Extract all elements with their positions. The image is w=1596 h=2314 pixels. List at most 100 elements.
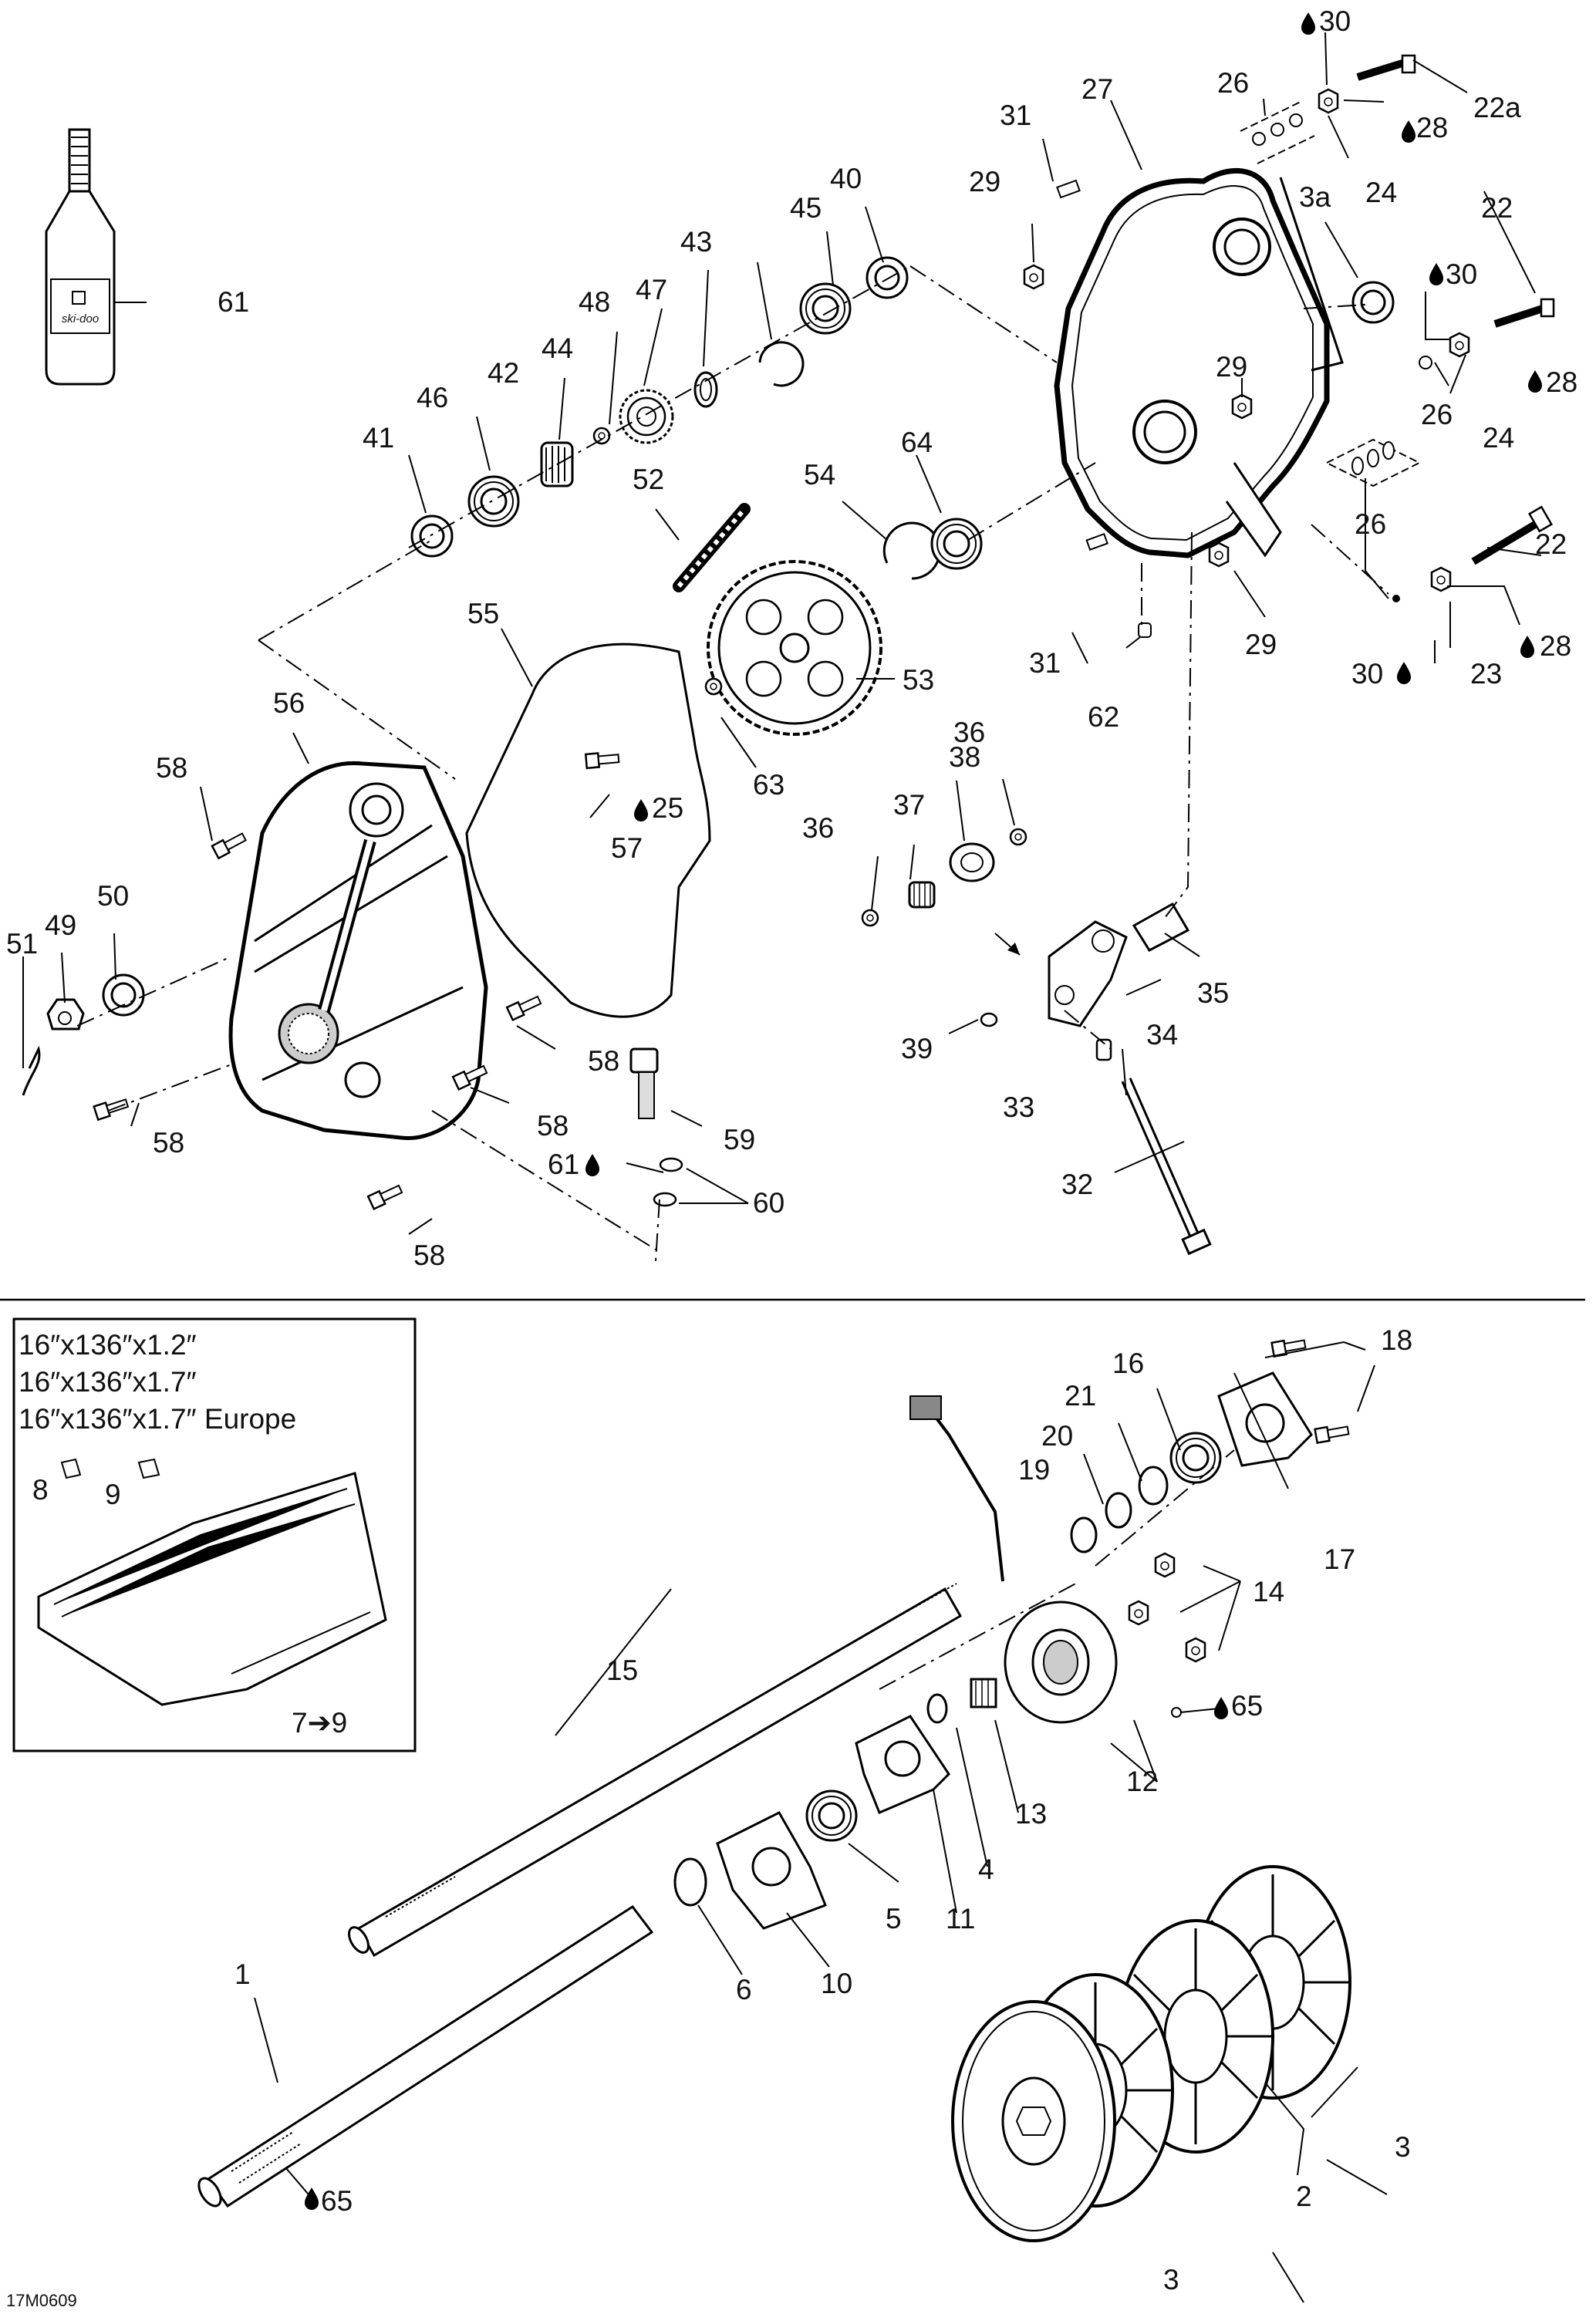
callout-39: 39 [901,1033,933,1064]
callout-50: 50 [97,880,129,912]
callout-5: 5 [886,1903,902,1935]
axle-bearing-parts [673,1336,1351,1930]
legend-line-3: 16″x136″x1.7″ Europe [19,1403,296,1435]
track-legend-box: 16″x136″x1.2″ 16″x136″x1.7″ 16″x136″x1.7… [12,1317,417,1752]
callout-58-bottom: 58 [413,1240,445,1271]
housing-hardware [1023,54,1555,638]
callout-8: 8 [32,1474,49,1506]
callout-28-mid: 28 [1546,366,1577,398]
callout-51: 51 [6,928,38,960]
callout-33: 33 [1003,1091,1034,1123]
callout-labels: 61 30 22a 28 24 27 26 31 29 3a 30 22 28 … [6,5,1577,2310]
callout-58-top: 58 [156,752,187,784]
washer-set-26 [1324,438,1422,487]
callout-35: 35 [1197,977,1229,1009]
callout-30-right: 30 [1351,658,1383,690]
callout-25: 25 [652,792,683,824]
callout-26-right: 26 [1355,508,1386,540]
callout-30-top: 30 [1319,5,1351,37]
callout-22a: 22a [1473,92,1521,123]
callout-11: 11 [946,1903,975,1935]
alignment-lines [76,265,1389,1262]
callout-58-left: 58 [153,1127,184,1159]
callout-52: 52 [633,464,664,495]
callout-40: 40 [830,163,862,194]
callout-64: 64 [901,427,933,458]
callout-59: 59 [724,1124,755,1155]
callout-31-bottom: 31 [1029,647,1061,679]
callout-61-lower: 61 [548,1149,579,1180]
callout-48: 48 [579,286,610,318]
callout-65-bottom: 65 [321,2185,353,2217]
callout-53: 53 [903,664,934,696]
callout-20: 20 [1041,1420,1073,1452]
callout-36-upper: 36 [953,717,985,748]
tensioner-parts [861,828,1212,1256]
callout-63: 63 [753,769,785,801]
callout-43: 43 [680,226,712,258]
callout-16: 16 [1112,1348,1144,1379]
callout-27: 27 [1081,73,1113,105]
callout-10: 10 [821,1968,852,1999]
callout-30-mid: 30 [1446,258,1477,290]
callout-18: 18 [1381,1324,1412,1356]
callout-21: 21 [1065,1380,1096,1412]
callout-17: 17 [1324,1543,1355,1575]
callout-24-top: 24 [1365,177,1397,208]
callout-6: 6 [736,1974,752,2005]
callout-31-top: 31 [1000,100,1031,131]
callout-13: 13 [1015,1798,1047,1830]
callout-60: 60 [753,1187,785,1219]
callout-38: 38 [949,741,980,773]
callout-12: 12 [1126,1766,1158,1797]
callout-46: 46 [417,382,448,413]
callout-15: 15 [606,1655,638,1686]
callout-28-top: 28 [1416,112,1448,143]
callout-42: 42 [488,357,519,389]
callout-41: 41 [363,422,394,454]
upper-shaft-parts [410,256,983,736]
callout-34: 34 [1146,1019,1178,1051]
legend-range-label: 7➔9 [292,1707,347,1739]
callout-36-left: 36 [802,812,834,844]
callout-23: 23 [1470,658,1502,690]
oil-bottle-part: ski-doo [45,128,116,386]
callout-9: 9 [105,1479,121,1510]
callout-58-mid: 58 [588,1045,619,1077]
callout-28-right: 28 [1540,630,1571,662]
callout-49: 49 [45,909,76,941]
callout-61: 61 [218,286,249,318]
callout-3-bottom: 3 [1163,2264,1179,2295]
legend-line-1: 16″x136″x1.2″ [19,1329,197,1361]
callout-24-mid: 24 [1483,422,1514,454]
chaincase-cover [228,761,488,1141]
callout-29-top: 29 [969,166,1000,197]
callout-44: 44 [542,332,573,364]
chaincase-housing [1054,167,1344,558]
callout-29-bottom: 29 [1245,629,1277,660]
callout-22-mid: 22 [1481,192,1513,224]
callout-57: 57 [611,832,643,864]
callout-3a: 3a [1299,181,1331,213]
callout-29-mid: 29 [1216,351,1247,383]
callout-62: 62 [1088,701,1119,733]
callout-22-right: 22 [1535,528,1567,560]
callout-45: 45 [790,192,822,224]
callout-26-mid: 26 [1421,399,1453,430]
callout-58-lower: 58 [537,1110,569,1142]
callout-3-right: 3 [1395,2131,1411,2163]
gasket-55 [465,643,711,1018]
callout-54: 54 [804,459,835,491]
callout-4: 4 [978,1854,994,1885]
drive-axle-1 [197,1904,654,2208]
callout-2: 2 [1296,2181,1312,2212]
callout-32: 32 [1061,1169,1093,1200]
callout-47: 47 [636,274,667,305]
callout-19: 19 [1018,1454,1050,1486]
callout-1: 1 [235,1958,251,1990]
drive-shaft-15 [348,1583,963,1958]
bottle-brand-label: ski-doo [62,312,99,326]
figure-id: 17M0609 [6,2291,77,2310]
callout-14: 14 [1253,1576,1284,1607]
